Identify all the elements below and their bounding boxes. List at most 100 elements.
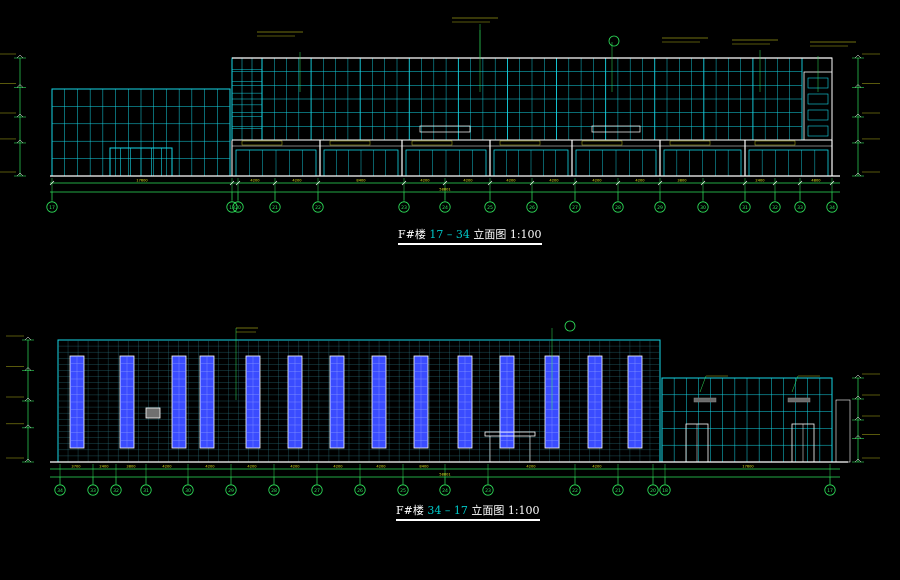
axis-bubble-icon (46, 201, 58, 213)
top-dim-label: 4200 (592, 179, 602, 183)
top-dim-label: 4200 (420, 179, 430, 183)
bottom-dim-label: 4200 (333, 465, 343, 469)
dim-tick (797, 180, 803, 186)
bottom-dim-label: 4200 (376, 465, 386, 469)
bottom-dim-label: 4200 (526, 465, 536, 469)
annotation-leader (699, 375, 707, 393)
level-marker-icon (24, 397, 32, 402)
shop-sign-band (241, 140, 283, 146)
axis-bubble-icon (312, 201, 324, 213)
top-title-axis-range: 17 – 34 (429, 228, 470, 241)
top-axis-label: 31 (742, 205, 748, 211)
bottom-dim-label: 17600 (742, 465, 754, 469)
axis-bubble-icon (654, 201, 666, 213)
axis-bubble-icon (269, 201, 281, 213)
bottom-annotations (235, 320, 820, 410)
axis-bubble-icon (110, 484, 122, 496)
bottom-axis-label: 34 (57, 488, 63, 494)
axis-bubble-icon (824, 484, 836, 496)
top-dim-label: 17600 (136, 179, 148, 183)
bottom-dim-label: 8400 (419, 465, 429, 469)
axis-bubble-icon (564, 320, 576, 332)
shop-sign-band (669, 140, 711, 146)
dim-tick (772, 180, 778, 186)
axis-bubble-icon (311, 484, 323, 496)
level-marker-icon (854, 113, 862, 118)
entrance-canopy (419, 125, 471, 133)
top-dim-label: 4200 (506, 179, 516, 183)
top-dim-label: 4200 (292, 179, 302, 183)
level-marker-icon (854, 84, 862, 88)
right-stair-window (807, 125, 829, 137)
bottom-axis-label: 30 (185, 488, 191, 494)
axis-bubble-icon (268, 484, 280, 496)
bottom-axis-label: 24 (442, 488, 448, 494)
axis-bubble-icon (354, 484, 366, 496)
bottom-axis-label: 29 (228, 488, 234, 494)
level-marker-icon (854, 172, 862, 177)
axis-bubble-icon (826, 201, 838, 213)
dim-tick (829, 180, 835, 186)
axis-bubble-icon (769, 201, 781, 213)
axis-bubble-icon (612, 201, 624, 213)
bottom-elevation-title: F#楼 34 – 17 立面图 1:100 (396, 502, 540, 521)
top-axis-label: 26 (529, 205, 535, 211)
entrance-canopy (591, 125, 641, 133)
dim-tick (235, 180, 241, 186)
bottom-dim-label: 3800 (126, 465, 136, 469)
wall-sign-box (145, 407, 161, 419)
bottom-axis-label: 28 (271, 488, 277, 494)
top-title-prefix: F#楼 (398, 228, 426, 241)
top-dim-label: 8400 (356, 179, 366, 183)
top-axis-label: 32 (772, 205, 778, 211)
level-marker-icon (16, 172, 24, 177)
top-dim-label: 4200 (635, 179, 645, 183)
right-stair-window (807, 93, 829, 105)
top-axis-label: 24 (442, 205, 448, 211)
bottom-axis-label: 26 (357, 488, 363, 494)
bottom-axis-label: 33 (90, 488, 96, 494)
axis-bubble-icon (608, 35, 620, 47)
dim-tick (272, 180, 278, 186)
bottom-axis-label: 17 (827, 488, 833, 494)
bottom-dim-label: 2400 (99, 465, 109, 469)
bottom-main-building (57, 339, 661, 463)
axis-bubble-icon (612, 484, 624, 496)
shop-sign-band (581, 140, 623, 146)
right-stair-window (807, 109, 829, 121)
bottom-total-dim-label: 58801 (439, 473, 450, 477)
bottom-axis-label: 25 (400, 488, 406, 494)
bottom-level-markers (6, 335, 880, 463)
top-axis-label: 28 (615, 205, 621, 211)
bottom-axis-label: 31 (143, 488, 149, 494)
bottom-dim-label: 3700 (71, 465, 81, 469)
right-block-sign (787, 397, 811, 403)
top-title-underline (398, 243, 542, 245)
top-annotations (257, 17, 856, 92)
annotation-leader (791, 375, 799, 393)
shop-sign-band (754, 140, 796, 146)
top-elevation-title: F#楼 17 – 34 立面图 1:100 (398, 226, 542, 245)
bottom-dim-label: 4200 (205, 465, 215, 469)
axis-bubble-icon (87, 484, 99, 496)
level-marker-icon (24, 424, 32, 429)
level-marker-icon (24, 336, 32, 341)
top-axis-label: 30 (700, 205, 706, 211)
bottom-axis-label: 18 (662, 488, 668, 494)
axis-bubble-icon (484, 201, 496, 213)
bottom-title-prefix: F#楼 (396, 504, 424, 517)
bottom-dim-label: 4200 (247, 465, 257, 469)
level-marker-icon (854, 395, 862, 400)
axis-bubble-icon (225, 484, 237, 496)
bottom-axis-label: 32 (113, 488, 119, 494)
axis-bubble-icon (482, 484, 494, 496)
axis-bubble-icon (54, 484, 66, 496)
top-axis-label: 18 (229, 205, 235, 211)
dim-tick (401, 180, 407, 186)
level-marker-icon (854, 435, 862, 439)
axis-bubble-icon (232, 201, 244, 213)
axis-bubble-icon (226, 201, 238, 213)
